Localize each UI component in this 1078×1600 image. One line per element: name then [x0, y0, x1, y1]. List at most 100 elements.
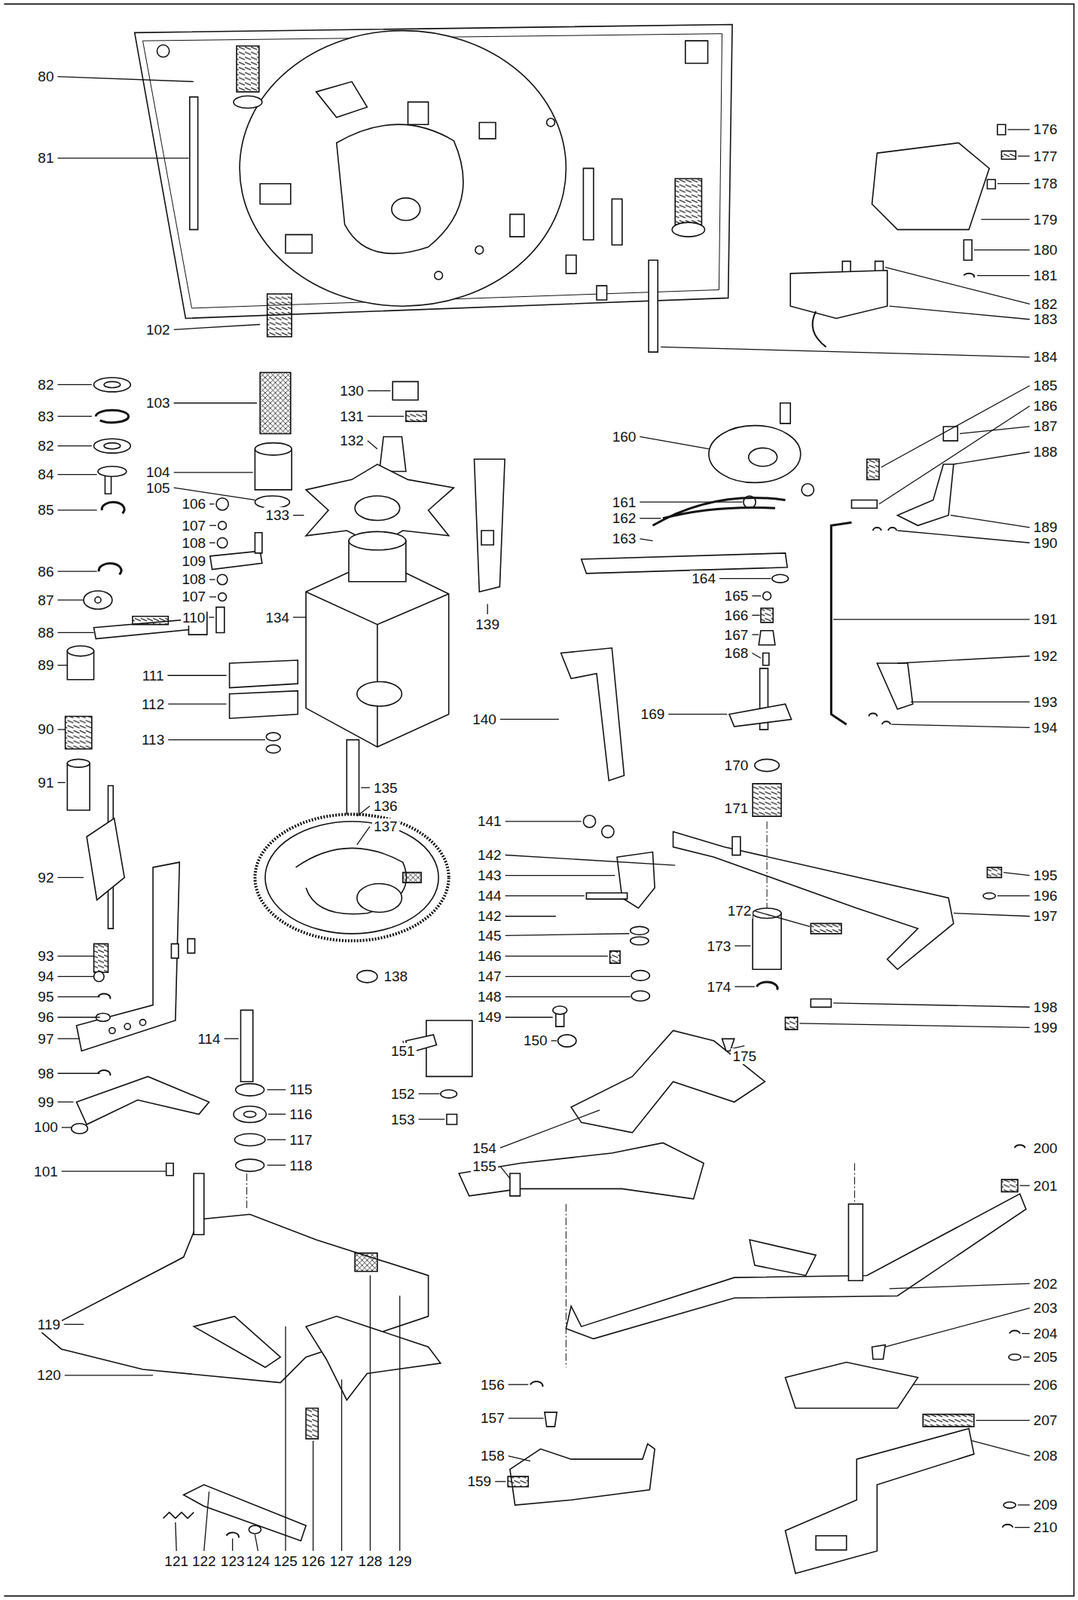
part-outline [1002, 1523, 1014, 1527]
part-outline [1009, 1330, 1020, 1334]
leader-line [889, 305, 1030, 320]
part-outline [83, 590, 113, 609]
part-outline [963, 239, 972, 260]
callout-number: 144 [476, 887, 504, 904]
leader-line [57, 157, 189, 159]
part-outline [296, 847, 407, 914]
part-outline [987, 867, 1002, 878]
callout-number: 187 [1032, 418, 1060, 434]
part-outline [1014, 1144, 1026, 1148]
leader-line [897, 530, 1030, 543]
part-outline [475, 245, 484, 254]
callout-number: 138 [381, 968, 410, 984]
part-outline [873, 527, 897, 531]
part-outline [434, 271, 443, 280]
part-outline [235, 1158, 265, 1171]
leader-line [997, 183, 1030, 184]
part-outline [193, 1316, 281, 1368]
callout-number: 191 [1032, 610, 1060, 627]
callout-number: 133 [263, 506, 291, 523]
callout-number: 188 [1032, 443, 1060, 460]
leader-line [508, 1455, 531, 1461]
leader-line [399, 1294, 401, 1550]
part-outline [67, 758, 90, 767]
part-outline [254, 813, 449, 941]
callout-number: 99 [36, 1093, 55, 1110]
leader-line [505, 955, 608, 956]
part-outline [103, 442, 121, 449]
callout-number: 148 [476, 988, 504, 1005]
part-outline [509, 1172, 521, 1196]
leader-line [486, 603, 488, 614]
part-outline [616, 852, 655, 908]
part-outline [216, 574, 228, 585]
callout-number: 81 [36, 149, 55, 166]
callout-number: 117 [287, 1131, 314, 1148]
part-outline [790, 270, 888, 319]
callout-number: 205 [1032, 1348, 1060, 1365]
callout-number: 157 [479, 1409, 507, 1426]
part-outline [357, 970, 378, 983]
part-outline [571, 1029, 765, 1132]
part-outline [247, 821, 856, 1367]
callout-number: 119 [36, 1316, 62, 1332]
callout-number: 206 [1032, 1376, 1060, 1393]
leader-line [734, 986, 755, 987]
callout-number: 209 [1032, 1496, 1060, 1512]
leader-line [508, 1383, 529, 1384]
part-outline [265, 821, 439, 934]
callout-number: 163 [610, 530, 639, 547]
leader-line [167, 739, 266, 740]
leader-line [293, 514, 304, 516]
part-outline [218, 592, 227, 602]
part-outline [479, 122, 496, 139]
callout-number: 126 [299, 1552, 327, 1569]
callout-number: 129 [386, 1552, 414, 1569]
part-outline [156, 45, 169, 58]
leader-line [267, 1163, 287, 1165]
leader-line [175, 1521, 177, 1551]
callout-number: 85 [36, 501, 55, 518]
part-outline [708, 425, 801, 483]
callout-number: 134 [263, 609, 291, 626]
callout-number: 194 [1032, 719, 1060, 736]
leader-line [267, 1139, 287, 1140]
leader-line [57, 384, 92, 385]
part-outline [851, 499, 877, 508]
part-outline [784, 1362, 918, 1408]
leader-line [494, 1480, 506, 1482]
part-outline [265, 732, 281, 741]
callout-number: 122 [190, 1552, 218, 1569]
callout-number: 98 [36, 1065, 55, 1082]
leader-line [174, 471, 254, 473]
callout-number: 130 [338, 382, 366, 399]
part-outline [171, 943, 178, 958]
part-outline [922, 1413, 975, 1427]
leader-line [751, 633, 759, 635]
part-outline [379, 436, 407, 471]
leader-line [57, 995, 100, 997]
leader-line [209, 542, 216, 544]
part-outline [348, 531, 407, 550]
part-outline [848, 1203, 863, 1281]
callout-number: 91 [36, 774, 55, 791]
leader-line [1023, 1355, 1030, 1357]
leader-line [500, 1109, 600, 1148]
leader-line [209, 595, 217, 597]
part-outline [784, 1016, 798, 1030]
leader-line [977, 274, 1030, 276]
leader-line [57, 728, 65, 730]
part-outline [561, 647, 625, 781]
part-outline [94, 377, 132, 392]
leader-line [293, 616, 306, 617]
leader-line [639, 538, 653, 541]
leader-line [505, 995, 631, 997]
part-outline [546, 118, 556, 127]
callout-number: 111 [140, 667, 166, 684]
callout-number: 166 [723, 607, 751, 623]
callout-number: 123 [219, 1552, 247, 1569]
callout-number: 92 [36, 869, 55, 886]
leader-line [1003, 872, 1030, 876]
part-outline [259, 183, 291, 205]
callout-number: 83 [36, 408, 55, 425]
